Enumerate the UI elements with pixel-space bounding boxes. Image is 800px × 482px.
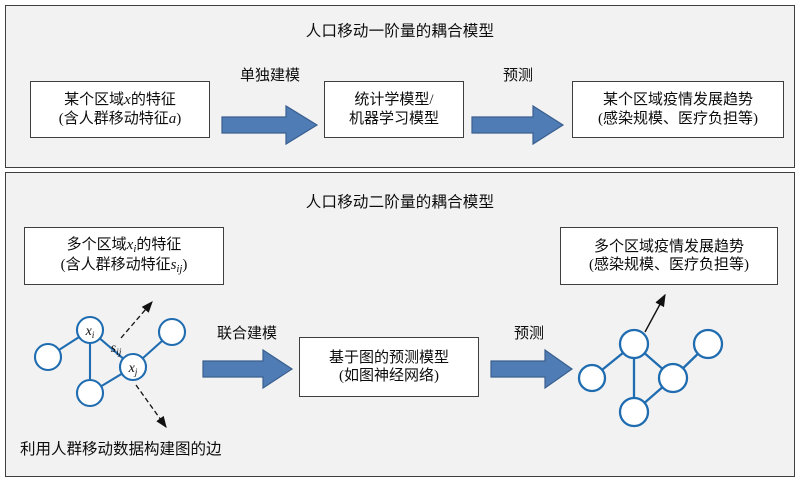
graph-left-mobility-network: xi xj sij (33, 301, 187, 429)
box-multi-region-epidemic-trend-line1: 多个区域疫情发展趋势 (593, 238, 744, 255)
graph-node-left (33, 342, 63, 372)
panel-second-order-title: 人口移动二阶量的耦合模型 (305, 194, 495, 211)
arrow-label-separate-modeling: 单独建模 (239, 68, 300, 84)
box-graph-prediction-model-line2: (如图神经网络) (339, 368, 439, 384)
graph-edge-sij-label: sij (111, 341, 122, 358)
annotation-arrow-down (135, 384, 167, 429)
graph-left-nodes (33, 315, 187, 408)
block-arrow-prediction-top (471, 104, 565, 146)
graph-right-node-bottom (618, 396, 650, 428)
box-multi-region-epidemic-trend-line2: (感染规模、医疗负担等) (589, 257, 749, 273)
caption-build-graph-edges: 利用人群移动数据构建图的边 (20, 441, 222, 458)
graph-node-right (157, 317, 187, 347)
arrow-label-prediction-bottom: 预测 (513, 326, 544, 342)
box-multi-region-epidemic-trend: 多个区域疫情发展趋势 (感染规模、医疗负担等) (560, 227, 778, 285)
panel-second-order: 人口移动二阶量的耦合模型 (5, 172, 795, 477)
graph-right-node-mid (657, 362, 689, 394)
block-arrow-prediction-bottom (490, 348, 574, 390)
graph-right-node-left (577, 363, 607, 393)
graph-right-prediction-network (577, 293, 724, 428)
box-region-epidemic-trend: 某个区域疫情发展趋势 (感染规模、医疗负担等) (572, 81, 784, 138)
box-region-epidemic-trend-line2: (感染规模、医疗负担等) (598, 110, 758, 127)
graph-right-node-far (692, 328, 724, 360)
block-arrow-separate-modeling (221, 104, 319, 146)
graph-node-xi (75, 315, 105, 345)
box-statistical-ml-model: 统计学模型/ 机器学习模型 (324, 81, 464, 138)
arrow-label-joint-modeling: 联合建模 (216, 326, 277, 342)
graph-right-node-top (618, 328, 650, 360)
box-multi-region-features: 多个区域xi的特征 (含人群移动特征sij) (24, 227, 224, 285)
annotation-arrow-up (120, 301, 153, 339)
box-region-features-line2: (含人群移动特征a) (58, 110, 182, 127)
graph-node-xi-label: xi (85, 324, 95, 341)
arrow-label-prediction-top: 预测 (502, 68, 533, 84)
box-graph-prediction-model: 基于图的预测模型 (如图神经网络) (299, 337, 479, 397)
box-region-epidemic-trend-line1: 某个区域疫情发展趋势 (602, 92, 753, 109)
block-arrow-joint-modeling (202, 348, 294, 390)
box-region-features-line1: 某个区域x的特征 (64, 92, 176, 109)
box-statistical-ml-model-line2: 机器学习模型 (348, 110, 439, 127)
arrow-graph-to-output (644, 293, 666, 333)
graph-node-xj-label: xj (128, 361, 138, 378)
box-region-features: 某个区域x的特征 (含人群移动特征a) (30, 81, 210, 138)
graph-left-edges (47, 329, 173, 394)
box-multi-region-features-line2: (含人群移动特征sij) (60, 257, 188, 276)
panel-first-order-title: 人口移动一阶量的耦合模型 (305, 23, 495, 40)
graph-node-bottom (75, 378, 105, 408)
box-multi-region-features-line1: 多个区域xi的特征 (66, 236, 182, 255)
box-statistical-ml-model-line1: 统计学模型/ (354, 92, 434, 109)
box-graph-prediction-model-line1: 基于图的预测模型 (328, 349, 449, 366)
graph-right-edges (591, 343, 709, 413)
panel-first-order: 人口移动一阶量的耦合模型 某个区域x的特征 (含人群移动特征a) 单独建模 统计… (5, 5, 795, 168)
graph-node-xj (118, 352, 148, 382)
graph-right-nodes (577, 328, 724, 428)
